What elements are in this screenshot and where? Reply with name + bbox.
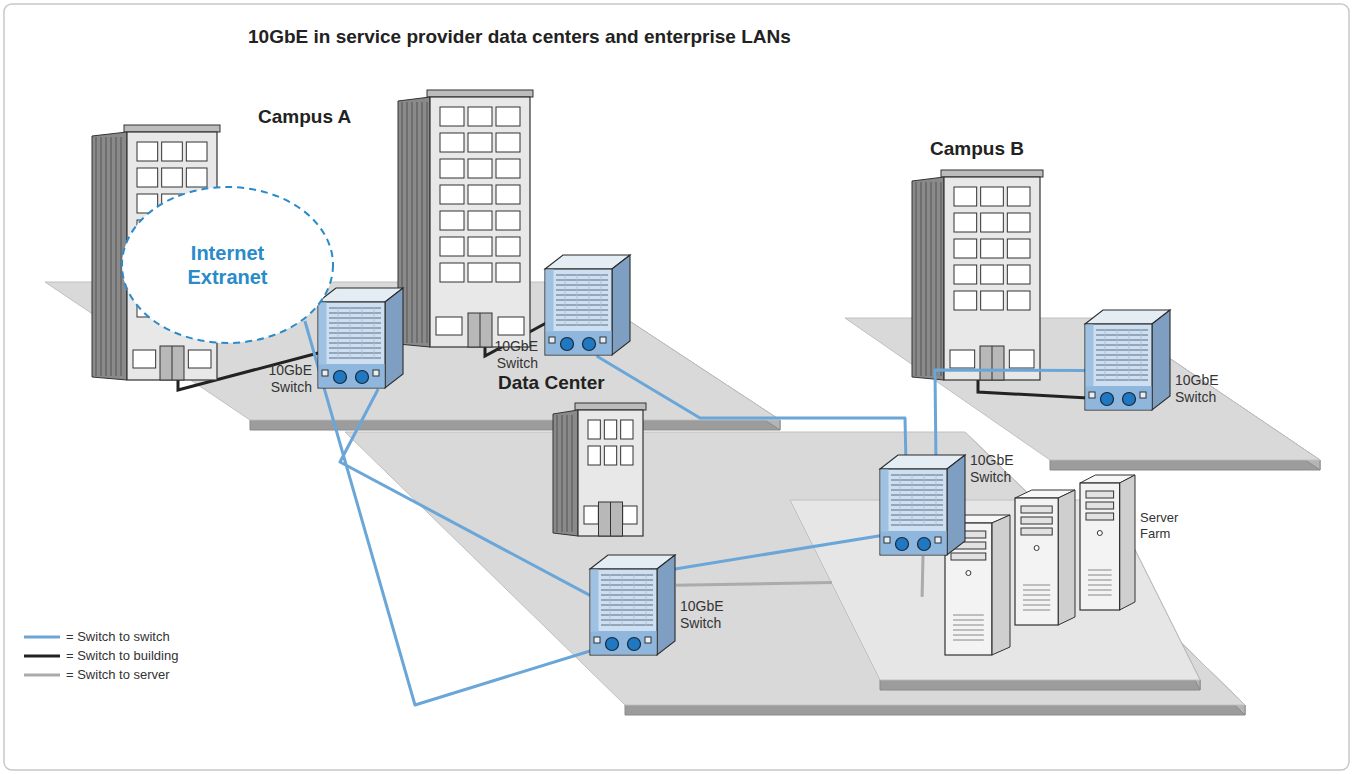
legend-sample	[22, 646, 62, 665]
switch-chassis	[590, 555, 675, 655]
network-cloud: Internet Extranet	[120, 185, 335, 345]
legend-row: = Switch to building	[22, 646, 178, 665]
switch-chassis	[318, 288, 403, 388]
switch-node: 10GbE Switch	[1085, 310, 1234, 410]
building	[912, 170, 1043, 380]
server-tower	[945, 515, 1010, 655]
switch-icon	[880, 455, 966, 556]
server-tower	[1015, 490, 1075, 625]
platform-shape	[765, 470, 1205, 685]
switch-node: 10GbE Switch	[478, 255, 633, 376]
node-label: Server Farm	[1140, 510, 1192, 541]
switch-icon	[1085, 310, 1171, 411]
title-box: 10GbE in service provider data centers a…	[248, 26, 791, 48]
legend-text: = Switch to switch	[66, 629, 170, 644]
legend: = Switch to switch = Switch to building = …	[22, 627, 178, 684]
cloud-outline	[120, 185, 335, 345]
node-label: Campus A	[258, 106, 351, 129]
switch-chassis	[545, 255, 630, 355]
site-platform: Campus B 10GbE Switch	[845, 130, 1325, 475]
switch-chassis	[1085, 310, 1170, 410]
building	[398, 90, 533, 347]
node-label: 10GbE Switch	[680, 598, 736, 632]
switch-node: 10GbE Switch	[590, 555, 740, 660]
server-tower	[1080, 475, 1135, 610]
node-label: 10GbE Switch	[482, 338, 538, 372]
legend-sample	[22, 627, 62, 646]
node-label: Internet Extranet	[178, 241, 278, 289]
switch-icon	[590, 555, 676, 656]
site-platform: Data Center10GbE Switch10GbE SwitchServe…	[345, 370, 1255, 720]
switch-icon	[545, 255, 631, 356]
node-label: 10GbE Switch	[256, 362, 312, 396]
node-label: 10GbE Switch	[970, 452, 1026, 486]
node-label: 10GbE Switch	[1175, 372, 1231, 406]
switch-chassis	[880, 455, 965, 555]
building-link	[978, 380, 1088, 398]
platform-shape	[345, 370, 1255, 720]
legend-text: = Switch to server	[66, 667, 170, 682]
legend-row: = Switch to server	[22, 665, 178, 684]
server-farm-platform: Server Farm	[765, 470, 1205, 685]
switch-node: 10GbE Switch	[880, 452, 1030, 560]
building	[553, 403, 646, 536]
legend-text: = Switch to building	[66, 648, 178, 663]
diagram-title: 10GbE in service provider data centers a…	[248, 26, 791, 47]
frame-border	[4, 4, 1349, 770]
platform-shape	[845, 130, 1325, 475]
node-label: Data Center	[498, 372, 605, 395]
node-label: Campus B	[930, 138, 1024, 161]
legend-sample	[22, 665, 62, 684]
switch-icon	[318, 288, 404, 389]
legend-row: = Switch to switch	[22, 627, 178, 646]
